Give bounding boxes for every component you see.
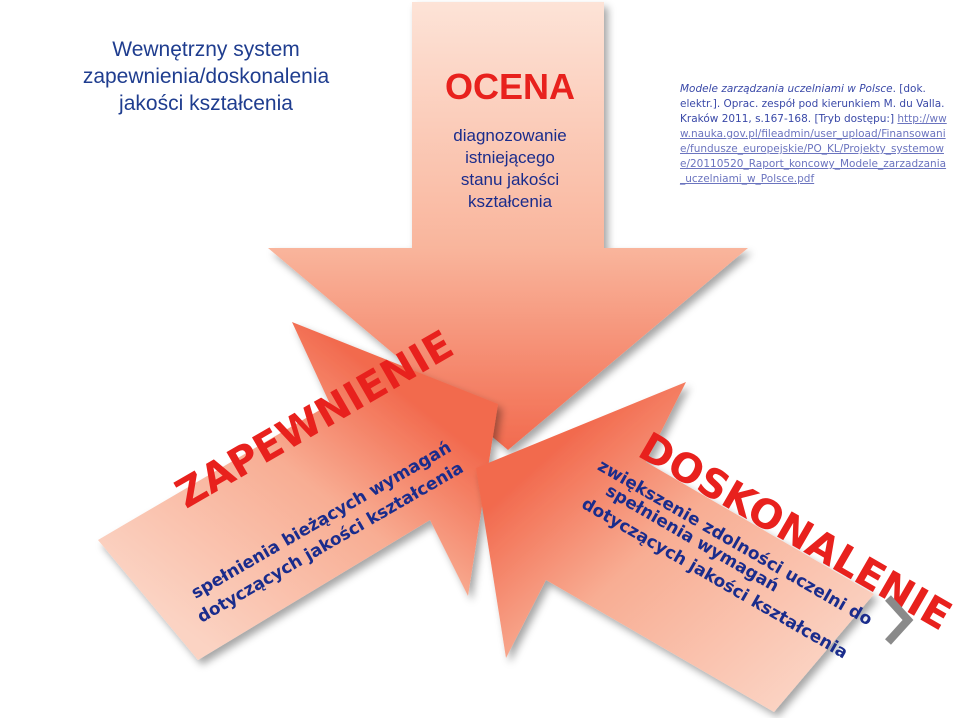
ocena-line: diagnozowanie bbox=[453, 126, 567, 145]
next-slide-button[interactable] bbox=[880, 594, 916, 646]
slide-title: Wewnętrzny system zapewnienia/doskonalen… bbox=[56, 36, 356, 117]
ocena-heading: OCENA bbox=[444, 66, 575, 107]
ocena-line: stanu jakości bbox=[460, 170, 560, 189]
reference-citation: Modele zarządzania uczelniami w Polsce. … bbox=[680, 82, 950, 187]
zapewnienie-arrow bbox=[98, 322, 498, 660]
doskonalenie-arrow bbox=[476, 382, 874, 712]
reference-title: Modele zarządzania uczelniami w Polsce bbox=[680, 83, 893, 95]
ocena-line: kształcenia bbox=[467, 192, 553, 211]
reference-link[interactable]: http://www.nauka.gov.pl/fileadmin/user_u… bbox=[680, 113, 947, 185]
ocena-description: diagnozowanie istniejącego stanu jakości… bbox=[420, 125, 600, 213]
reference-text: . [dok. elektr.]. Oprac. zespół pod kier… bbox=[680, 83, 945, 125]
slide-title-line: jakości kształcenia bbox=[119, 92, 293, 115]
slide-title-line: zapewnienia/doskonalenia bbox=[82, 65, 330, 88]
slide-title-line: Wewnętrzny system bbox=[112, 38, 300, 61]
ocena-line: istniejącego bbox=[465, 148, 555, 167]
ocena-arrow bbox=[268, 2, 748, 450]
chevron-right-icon bbox=[885, 595, 914, 645]
